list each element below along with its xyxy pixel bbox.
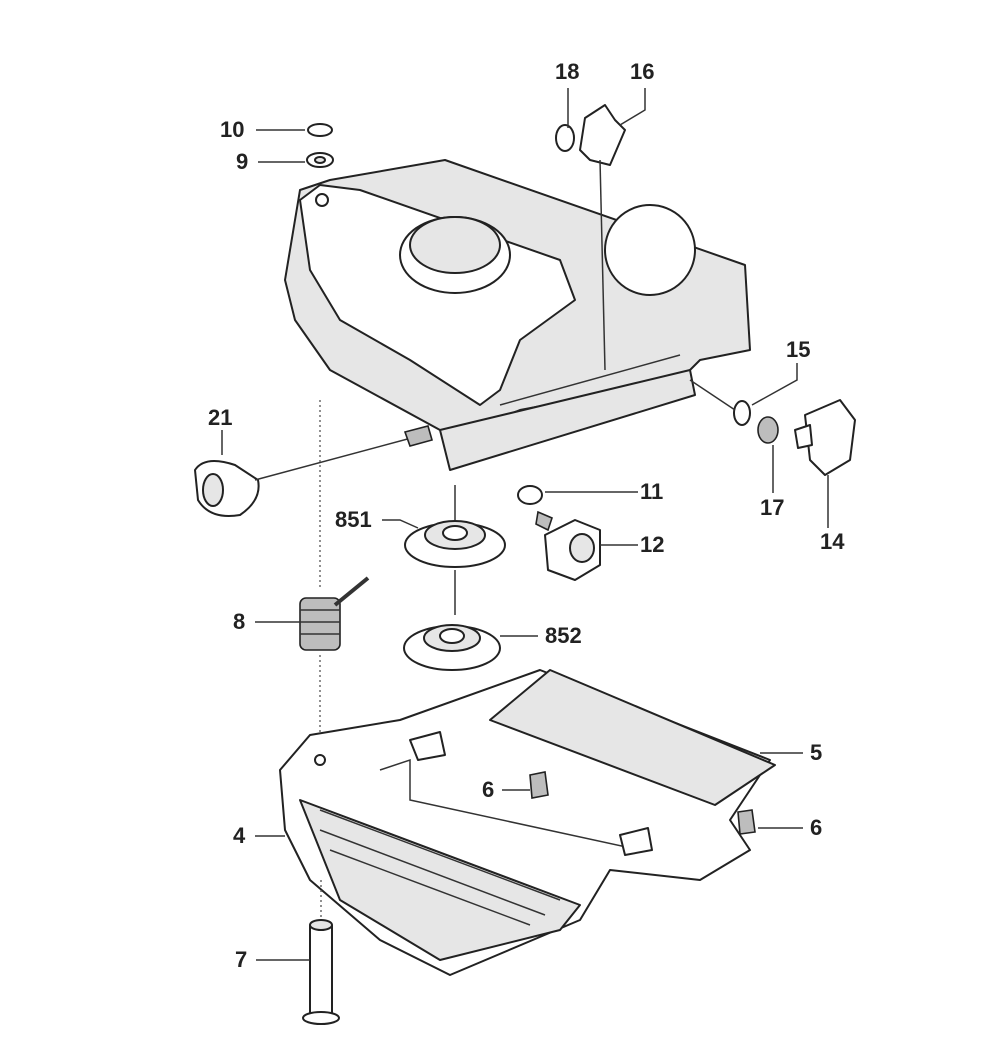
flange-852 xyxy=(403,624,501,671)
callout-5: 5 xyxy=(810,740,823,765)
callout-17: 17 xyxy=(760,495,785,520)
pin-7 xyxy=(302,919,340,1025)
callout-8: 8 xyxy=(233,609,246,634)
callout-851: 851 xyxy=(335,507,372,532)
cover-plate-5 xyxy=(489,669,776,806)
thumb-screw-12 xyxy=(535,510,601,581)
knob-21 xyxy=(194,425,433,517)
upper-guard-housing xyxy=(284,159,751,471)
callout-6a: 6 xyxy=(482,777,495,802)
leader-lines xyxy=(221,88,829,961)
callout-16: 16 xyxy=(630,59,655,84)
spring-8 xyxy=(299,576,370,651)
callout-9: 9 xyxy=(236,149,249,174)
washer-18 xyxy=(555,124,575,152)
callout-4: 4 xyxy=(233,823,246,848)
callout-18: 18 xyxy=(555,59,580,84)
callout-7: 7 xyxy=(235,947,248,972)
flange-851 xyxy=(404,520,506,568)
callout-14: 14 xyxy=(820,529,845,554)
spring-17 xyxy=(757,416,779,444)
callout-21: 21 xyxy=(208,405,233,430)
screw-6a xyxy=(529,771,549,799)
callout-6b: 6 xyxy=(810,815,823,840)
clip-10 xyxy=(307,123,333,137)
washer-15 xyxy=(733,400,751,426)
screw-6b xyxy=(737,809,756,835)
callout-852: 852 xyxy=(545,623,582,648)
clip-16 xyxy=(579,104,626,166)
callout-10: 10 xyxy=(220,117,245,142)
callout-15: 15 xyxy=(786,337,811,362)
knob-14 xyxy=(804,399,856,476)
callout-11: 11 xyxy=(640,479,664,504)
washer-11 xyxy=(517,485,543,505)
callout-12: 12 xyxy=(640,532,665,557)
